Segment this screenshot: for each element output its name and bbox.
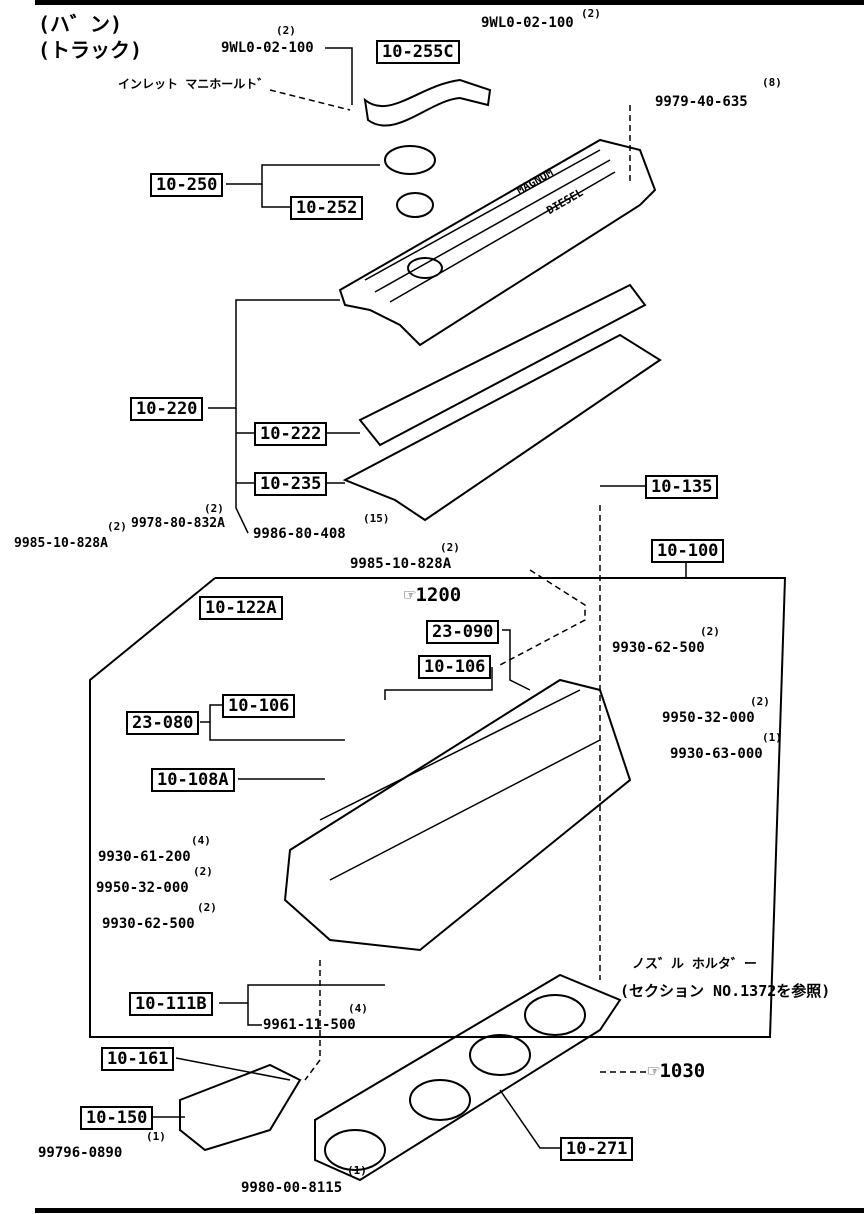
part-number[interactable]: 9930-61-200: [98, 849, 191, 865]
part-qty: (1): [146, 1130, 166, 1143]
ref-1200[interactable]: ☞1200: [404, 584, 461, 606]
part-qty: (4): [348, 1002, 368, 1015]
part-qty: (2): [204, 502, 224, 515]
title-line-2: (トラック): [38, 38, 143, 62]
part-number[interactable]: 9979-40-635: [655, 94, 748, 110]
part-qty: (4): [191, 834, 211, 847]
head-gasket-rubber: [342, 333, 662, 522]
ref-1030-label: 1030: [659, 1060, 706, 1082]
part-number[interactable]: 99796-0890: [38, 1145, 123, 1161]
valve-cover-ribs: [364, 149, 616, 303]
part-qty: (2): [750, 695, 770, 708]
part-qty: (2): [581, 7, 601, 20]
dashed-reference-lines: [269, 89, 650, 1081]
breather-hose: [363, 78, 492, 127]
title-line-1: (ハ゛ン): [38, 12, 123, 36]
part-number[interactable]: 9WL0-02-100: [481, 15, 574, 31]
oil-cap: [384, 145, 436, 175]
bore-4: [524, 994, 586, 1036]
callout-10-150[interactable]: 10-150: [80, 1106, 154, 1130]
bore-2: [409, 1079, 471, 1121]
part-number[interactable]: 9930-63-000: [670, 746, 763, 762]
part-qty: (2): [107, 520, 127, 533]
part-qty: (2): [276, 24, 296, 37]
part-number[interactable]: 9986-80-408: [253, 526, 346, 542]
callout-10-255c[interactable]: 10-255C: [376, 40, 460, 64]
part-qty: (1): [762, 731, 782, 744]
part-qty: (2): [193, 865, 213, 878]
pointing-hand-icon: ☞: [648, 1060, 660, 1082]
callout-10-250[interactable]: 10-250: [150, 173, 224, 197]
callout-10-106-upper[interactable]: 10-106: [418, 655, 492, 679]
callout-23-090[interactable]: 23-090: [426, 620, 500, 644]
part-number[interactable]: 9WL0-02-100: [221, 40, 314, 56]
part-qty: (2): [197, 901, 217, 914]
callout-10-122a[interactable]: 10-122A: [199, 596, 283, 620]
callout-10-222[interactable]: 10-222: [254, 422, 328, 446]
callout-10-252[interactable]: 10-252: [290, 196, 364, 220]
cylinder-head-shape: [283, 678, 632, 952]
ref-1030[interactable]: ☞1030: [648, 1060, 705, 1082]
assembly-outline: [89, 577, 787, 1038]
ref-1200-label: 1200: [415, 584, 462, 606]
top-border: [35, 0, 864, 5]
pointing-hand-icon: ☞: [404, 584, 416, 606]
bore-1: [324, 1129, 386, 1171]
part-number[interactable]: 9985-10-828A: [350, 556, 452, 572]
part-number[interactable]: 9961-11-500: [263, 1017, 356, 1033]
callout-10-271[interactable]: 10-271: [560, 1137, 634, 1161]
valve-cover-shape: [338, 138, 657, 347]
water-outlet-housing: [179, 1063, 302, 1152]
callout-23-080[interactable]: 23-080: [126, 711, 200, 735]
filler-opening: [407, 257, 443, 279]
callout-10-111b[interactable]: 10-111B: [129, 992, 213, 1016]
cylinder-head-gasket: [314, 973, 622, 1182]
part-number[interactable]: 9980-00-8115: [241, 1180, 343, 1196]
bore-3: [469, 1034, 531, 1076]
inlet-manifold-note: インレット マニホールト゛: [118, 77, 270, 91]
part-number[interactable]: 9985-10-828A: [14, 536, 108, 551]
callout-10-106-lower[interactable]: 10-106: [222, 694, 296, 718]
callout-10-161[interactable]: 10-161: [101, 1047, 175, 1071]
part-qty: (8): [762, 76, 782, 89]
part-qty: (15): [363, 512, 390, 525]
part-qty: (2): [700, 625, 720, 638]
leader-lines: [152, 47, 687, 1149]
callout-10-220[interactable]: 10-220: [130, 397, 204, 421]
part-number[interactable]: 9950-32-000: [96, 880, 189, 896]
cylinder-head-detail: [319, 689, 601, 881]
cover-gasket: [358, 283, 647, 447]
part-qty: (1): [347, 1164, 367, 1177]
part-number[interactable]: 9978-80-832A: [131, 516, 225, 531]
part-number[interactable]: 9930-62-500: [102, 916, 195, 932]
callout-10-135[interactable]: 10-135: [645, 475, 719, 499]
part-number[interactable]: 9950-32-000: [662, 710, 755, 726]
part-qty: (2): [440, 541, 460, 554]
callout-10-235[interactable]: 10-235: [254, 472, 328, 496]
callout-10-108a[interactable]: 10-108A: [151, 768, 235, 792]
callout-10-100[interactable]: 10-100: [651, 539, 725, 563]
section-reference-note[interactable]: (セクション NO.1372を参照): [620, 982, 831, 1000]
oil-cap-seal: [396, 192, 434, 218]
nozzle-holder-note: ノス゛ル ホルタ゛ー: [632, 957, 757, 972]
part-number[interactable]: 9930-62-500: [612, 640, 705, 656]
bottom-border: [35, 1208, 864, 1213]
